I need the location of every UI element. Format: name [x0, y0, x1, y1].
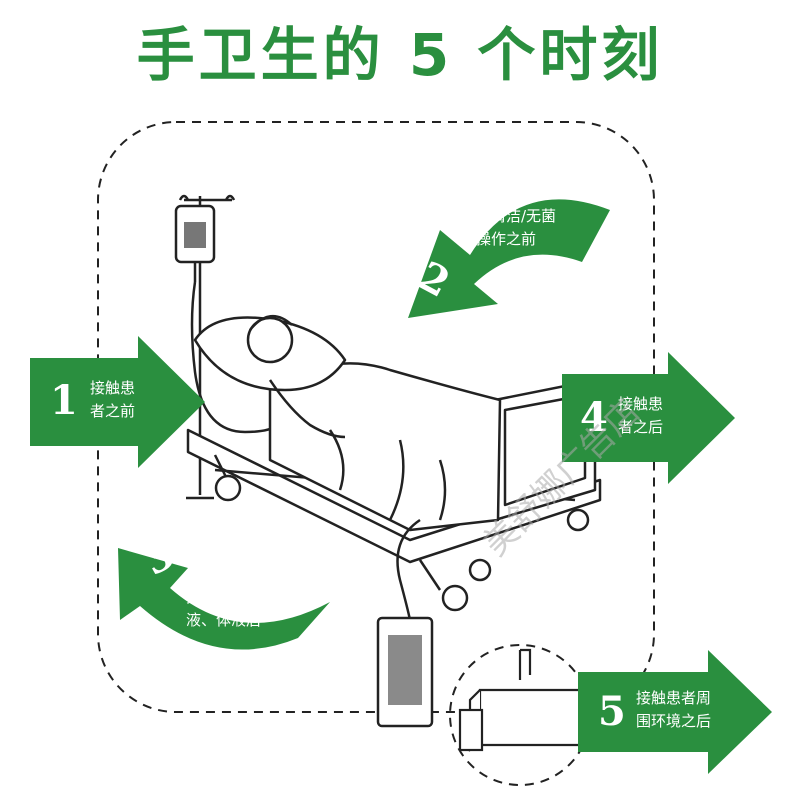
- arrow-3: [118, 548, 330, 650]
- moment-4-label-line1: 接触患: [618, 395, 664, 413]
- moment-1-label-line2: 者之前: [90, 402, 136, 420]
- moment-4-number: 4: [580, 394, 608, 441]
- poster-title: 手卫生的 5 个时刻: [136, 21, 664, 89]
- arrow-1: [30, 336, 205, 468]
- arrow-4: [562, 352, 735, 484]
- moment-4-label-line2: 者之后: [618, 418, 664, 436]
- moment-3-label-line2: 液、体液后: [186, 611, 262, 629]
- moment-2-label-line1: 在清洁/无菌: [476, 207, 557, 225]
- moment-2-label-line2: 操作之前: [476, 230, 537, 248]
- environment-bed-icon: [458, 648, 592, 752]
- moment-1-number: 1: [50, 377, 78, 424]
- arrow-5: [578, 650, 772, 774]
- moment-1-label-line1: 接触患: [90, 379, 136, 397]
- moment-3-label-line1: 接触患者血: [186, 588, 262, 606]
- arrow-2: [408, 199, 610, 318]
- drainage-bag-icon: [376, 518, 434, 728]
- moment-5-label-line1: 接触患者周: [636, 689, 712, 707]
- moment-5-number: 5: [598, 688, 626, 735]
- moment-5-label-line2: 围环境之后: [636, 712, 712, 730]
